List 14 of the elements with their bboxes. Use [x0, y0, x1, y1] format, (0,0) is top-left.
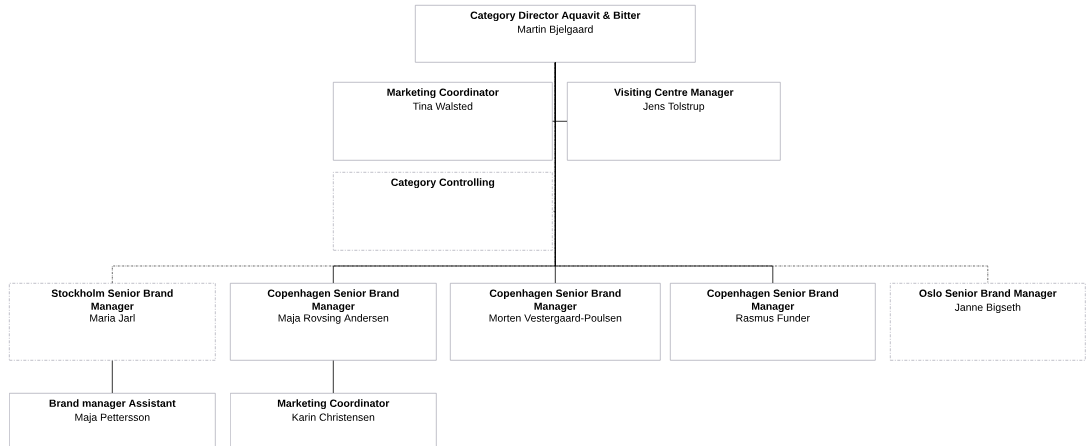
connector-line [554, 62, 774, 284]
org-box: Category Controlling [333, 172, 553, 251]
org-box: Category Director Aquavit & Bitter Martin Bjelgaard [415, 5, 696, 63]
org-box: Stockholm Senior Brand Manager Maria Jarl [9, 283, 216, 361]
org-box: Marketing Coordinator Tina Walsted [333, 82, 553, 161]
org-box: Copenhagen Senior Brand Manager Maja Rovsing Andersen [230, 283, 437, 361]
org-box: Marketing Coordinator Karin Christensen [230, 393, 437, 446]
org-box: Brand manager Assistant Maja Pettersson [9, 393, 216, 446]
connector-line [111, 360, 113, 394]
org-box: Copenhagen Senior Brand Manager Rasmus Funder [670, 283, 876, 361]
org-box: Copenhagen Senior Brand Manager Morten Vestergaard-Poulsen [450, 283, 661, 361]
connector-line [332, 360, 334, 394]
org-box: Visiting Centre Manager Jens Tolstrup [567, 82, 781, 161]
org-box: Oslo Senior Brand Manager Janne Bigseth [890, 283, 1086, 361]
